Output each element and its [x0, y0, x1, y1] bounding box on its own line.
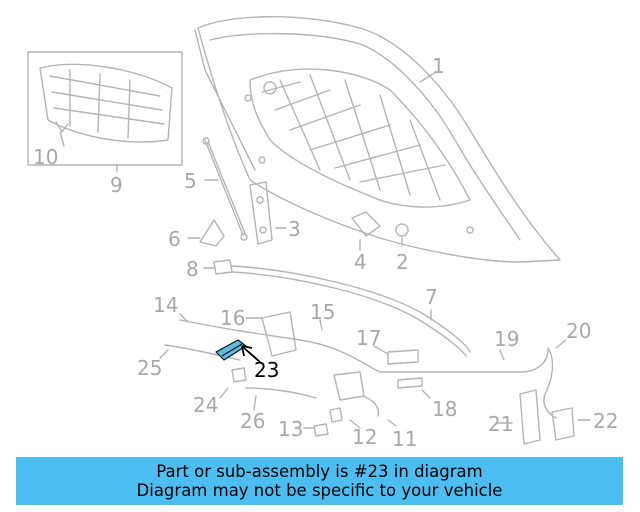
info-banner: Part or sub-assembly is #23 in diagram D…	[16, 457, 623, 505]
handle-part-21	[519, 389, 541, 445]
callout-14: 14	[153, 293, 179, 317]
handle-part-22	[551, 407, 575, 441]
callout-23: 23	[254, 358, 280, 382]
callout-16: 16	[220, 306, 246, 330]
callout-22: 22	[593, 409, 619, 433]
callout-20: 20	[566, 319, 592, 343]
callout-13: 13	[278, 417, 304, 441]
hood-assembly-illustration	[27, 16, 591, 445]
callout-7: 7	[425, 285, 438, 309]
callout-24: 24	[193, 393, 219, 417]
callout-25: 25	[137, 356, 163, 380]
banner-disclaimer: Diagram may not be specific to your vehi…	[136, 481, 503, 500]
hood-insulator-inset-part-9	[27, 51, 183, 173]
callout-5: 5	[184, 169, 197, 193]
callout-21: 21	[488, 412, 514, 436]
latch-part-16	[261, 311, 297, 357]
callout-11: 11	[392, 427, 418, 451]
callout-3: 3	[288, 217, 301, 241]
grommet-part-2	[395, 223, 409, 237]
clip-part-13	[313, 423, 329, 437]
callout-1: 1	[432, 54, 445, 78]
bumper-part-6	[199, 219, 225, 247]
callout-26: 26	[240, 409, 266, 433]
hood-hinge-part-3	[249, 181, 273, 245]
callout-12: 12	[352, 425, 378, 449]
clip-part-24	[231, 367, 247, 383]
highlighted-part-23	[215, 339, 247, 361]
hood-strut-part-5	[202, 137, 248, 241]
callout-9: 9	[110, 173, 123, 197]
cable-part-26	[245, 387, 317, 399]
cable-part-14	[164, 344, 241, 361]
callout-19: 19	[494, 327, 520, 351]
arrow-to-part-23	[241, 345, 261, 363]
strip-part-18	[397, 377, 423, 389]
parts-diagram: 1 2 3 4 5 6 7 8 9 10 11 12 13 14 15 16 1…	[27, 16, 619, 451]
pad-part-17	[387, 349, 419, 365]
hood-panel-part-1	[194, 16, 561, 263]
release-cable-part-15	[179, 319, 549, 373]
callout-10: 10	[33, 145, 59, 169]
screw-part-12	[329, 407, 343, 423]
callout-18: 18	[432, 397, 458, 421]
callout-4: 4	[354, 250, 367, 274]
secondary-latch-part-11	[333, 371, 365, 401]
clip-part-8	[213, 259, 233, 275]
callout-17: 17	[356, 326, 382, 350]
bracket-part-4	[351, 211, 381, 237]
callout-2: 2	[396, 250, 409, 274]
handle-cable-part-19	[543, 347, 557, 419]
callout-15: 15	[310, 300, 336, 324]
callout-8: 8	[186, 257, 199, 281]
banner-part-info: Part or sub-assembly is #23 in diagram	[156, 462, 483, 481]
callout-6: 6	[168, 227, 181, 251]
weatherstrip-part-7	[231, 265, 471, 353]
